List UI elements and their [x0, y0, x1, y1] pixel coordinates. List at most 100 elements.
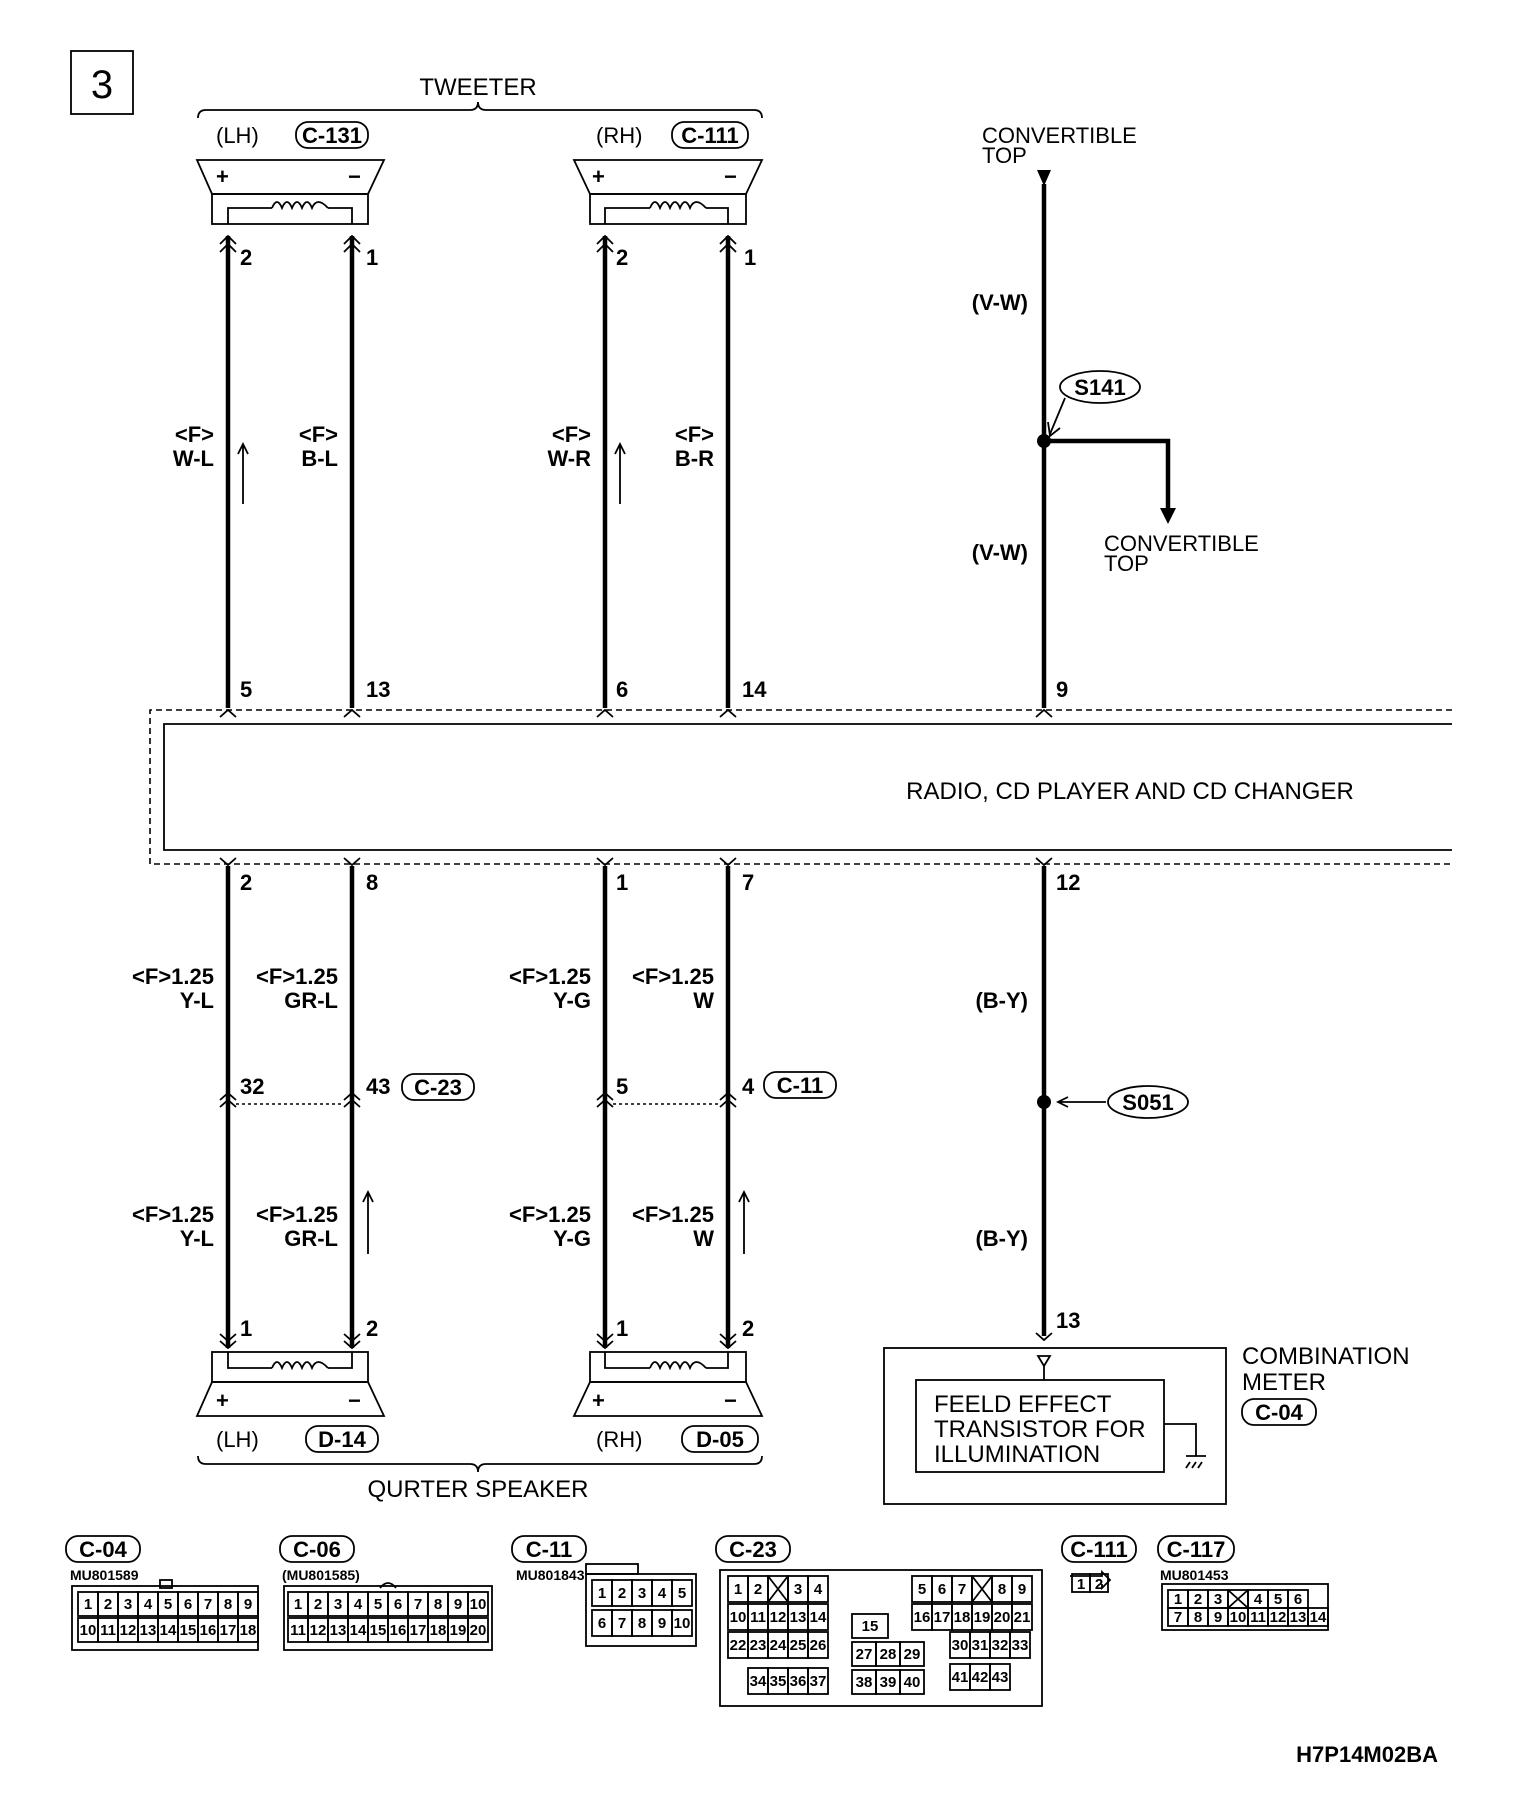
quarter-lh-coil-icon [271, 1361, 329, 1371]
c23-view-pin: 16 [914, 1609, 931, 1626]
arrow-up-icon [237, 441, 249, 504]
wire-label-code: <F> [675, 422, 714, 447]
c117-view-pin: 11 [1250, 1609, 1266, 1626]
wire-label-code: <F> [175, 422, 214, 447]
quarter-rh-plus-sign: + [592, 1388, 605, 1413]
c117-view-pin: 3 [1214, 1591, 1222, 1608]
c23-view-pin: 28 [880, 1646, 897, 1663]
c23-badge [401, 1073, 475, 1101]
c117-view-pin: 12 [1270, 1609, 1287, 1626]
c117-view-pin: 5 [1274, 1591, 1282, 1608]
wire-label-color: W [693, 988, 714, 1013]
c23-view-pin: 30 [952, 1637, 969, 1654]
tweeter-rh-plus-sign: + [592, 164, 605, 189]
c11-view-cell [671, 1609, 693, 1637]
wire-label-color: Y-L [180, 988, 214, 1013]
c11-view-part: MU801843 [516, 1567, 585, 1583]
c11-view-pin: 8 [638, 1615, 646, 1632]
c23-view-cell [989, 1663, 1011, 1691]
radio-title: RADIO, CD PLAYER AND CD CHANGER [906, 778, 1354, 805]
chevron-icon [343, 857, 361, 867]
ground-icon [1164, 1423, 1206, 1469]
chevron-icon [719, 708, 737, 718]
wire-label-color: Y-G [553, 988, 591, 1013]
c04-view-pin: 2 [104, 1596, 112, 1613]
radio-top-pin: 5 [240, 677, 252, 702]
c06-view-pin: 14 [350, 1622, 367, 1639]
page-number-box [70, 50, 134, 115]
quarter-lh-connector-badge [305, 1425, 379, 1453]
tweeter-rh-connector-badge [671, 121, 749, 149]
c06-view-pin: 18 [430, 1622, 447, 1639]
document-code: H7P14M02BA [1296, 1742, 1438, 1767]
c06-view-pin: 8 [434, 1596, 442, 1613]
fet-label-line1: FEELD EFFECT [934, 1391, 1112, 1418]
c11-view-pin: 1 [598, 1585, 606, 1602]
c23-view-pin: 10 [730, 1609, 747, 1626]
tweeter-rh-minus-sign: − [724, 164, 737, 189]
wire-label-color: W-L [173, 446, 214, 471]
chevron-icon [343, 708, 361, 718]
c11-view-pin: 6 [598, 1615, 606, 1632]
radio-top-pin: 13 [366, 677, 390, 702]
c04-view-part: MU801589 [70, 1567, 139, 1583]
radio-outline [163, 723, 1452, 851]
c06-view-pin: 13 [330, 1622, 347, 1639]
c06-view-pin: 17 [410, 1622, 427, 1639]
chevron-icon [596, 708, 614, 718]
c23-view-pin: 17 [934, 1609, 951, 1626]
quarter-rh-connector: D-05 [696, 1427, 744, 1452]
tweeter-lh-pin-plus: 2 [240, 245, 252, 270]
quarter-rh-side: (RH) [596, 1427, 642, 1452]
c06-view-pin: 5 [374, 1596, 382, 1613]
c117-view-pin: 13 [1290, 1609, 1307, 1626]
convertible-top-label-line1: CONVERTIBLE [982, 123, 1137, 148]
c23-view-pin: 31 [972, 1637, 989, 1654]
c23-view-pin: 12 [770, 1609, 787, 1626]
c23-view-shell [719, 1569, 1043, 1707]
c23-view-pin: 35 [770, 1673, 787, 1690]
splice-s051-badge [1107, 1085, 1189, 1119]
radio-top-pin: 14 [742, 677, 767, 702]
combination-meter-box [883, 1347, 1227, 1505]
c11-view-badge [511, 1535, 587, 1563]
wire-label-vw-lower: (V-W) [972, 540, 1028, 565]
c06-view-pin: 9 [454, 1596, 462, 1613]
c23-view-name: C-23 [729, 1537, 777, 1562]
c11-view-pin: 5 [678, 1585, 686, 1602]
chevron-icon [219, 857, 237, 867]
c111-view-badge [1061, 1535, 1137, 1563]
c23-view-pin: 43 [992, 1669, 1009, 1686]
page-number: 3 [91, 63, 113, 107]
chevron-icon [219, 1091, 237, 1108]
tweeter-lh-plus-sign: + [216, 164, 229, 189]
c23-view-pin: 3 [794, 1581, 802, 1598]
chevron-icon [219, 234, 237, 253]
wire-label-size: <F>1.25 [632, 1202, 714, 1227]
c23-view-pin: 25 [790, 1637, 807, 1654]
splice-s051: S051 [1122, 1090, 1173, 1115]
tweeter-rh-coil-icon [649, 201, 707, 211]
tweeter-rh-connector: C-111 [681, 123, 739, 148]
c23-view-pin: 18 [954, 1609, 971, 1626]
chevron-icon [1035, 708, 1053, 718]
c23-view-pin: 15 [862, 1618, 879, 1635]
wire-label-vw-upper: (V-W) [972, 290, 1028, 315]
c23-view-pin: 24 [770, 1637, 787, 1654]
c23-view-cell [807, 1603, 829, 1631]
c04-view-pin: 3 [124, 1596, 132, 1613]
wire-label-color: Y-L [180, 1226, 214, 1251]
quarter-rh-pin-minus: 2 [742, 1316, 754, 1341]
chevron-icon [219, 1333, 237, 1350]
chevron-icon [1035, 1332, 1053, 1342]
wire-label-code: <F> [552, 422, 591, 447]
c11-view-pin: 2 [618, 1585, 626, 1602]
convertible-top-label-line2: TOP [982, 143, 1027, 168]
quarter-lh-coil-leads [227, 1352, 353, 1369]
c23-view-pin: 5 [918, 1581, 926, 1598]
wire-label-code: <F> [299, 422, 338, 447]
radio-bottom-pin: 1 [616, 870, 628, 895]
tweeter-lh-case [211, 193, 369, 225]
chevron-icon [596, 1333, 614, 1350]
